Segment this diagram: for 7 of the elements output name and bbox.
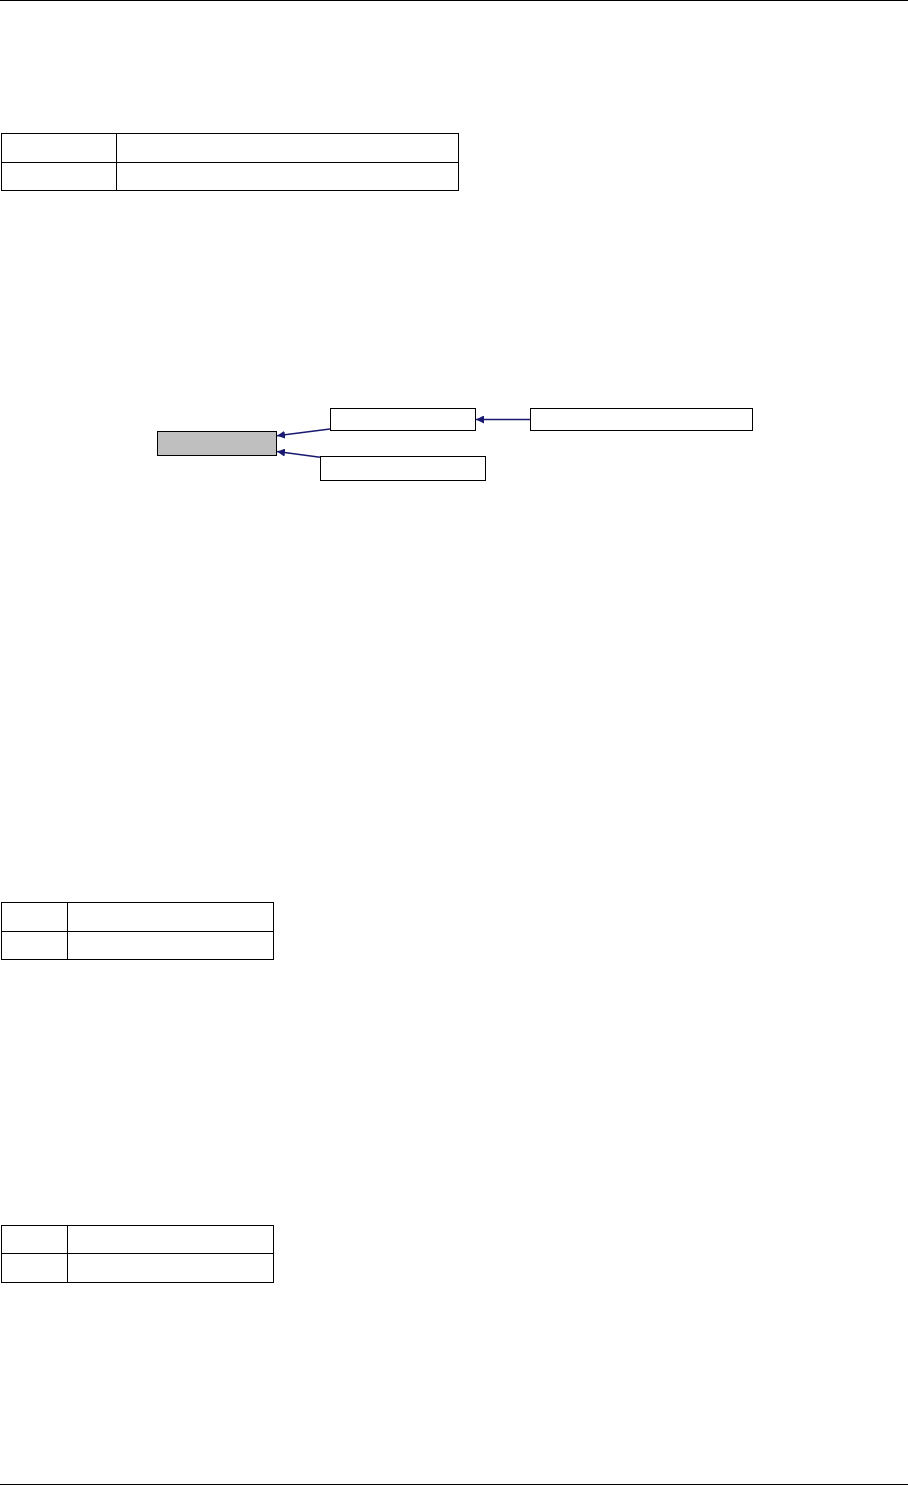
arrow — [276, 428, 331, 439]
node-box — [320, 456, 486, 481]
arrow — [475, 415, 531, 424]
arrow — [276, 448, 321, 459]
node-box — [530, 408, 753, 431]
highlighted-node-box — [157, 431, 277, 456]
node-box — [330, 408, 476, 431]
